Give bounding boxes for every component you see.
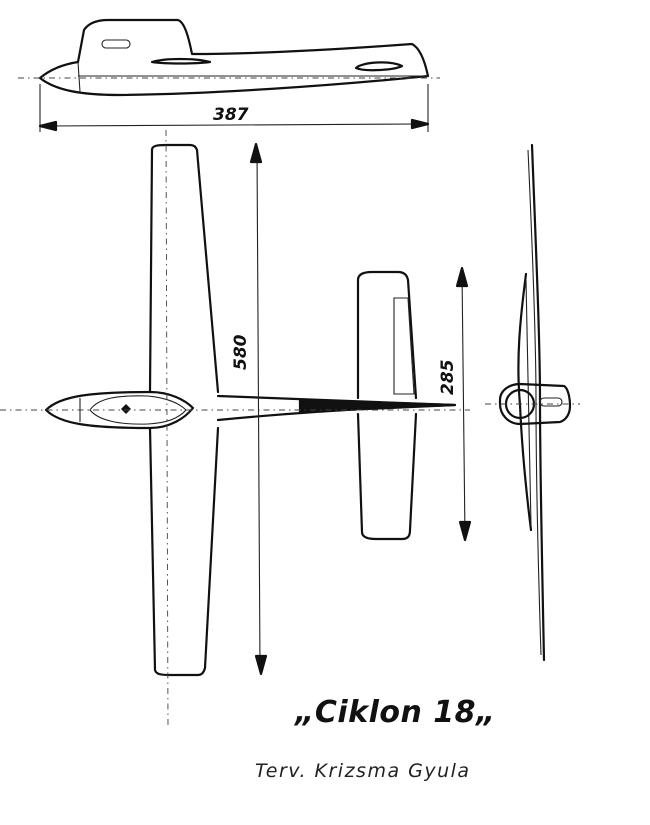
designer-credit: Terv. Krizsma Gyula bbox=[255, 760, 471, 782]
side-view-window bbox=[101, 39, 131, 49]
side-view-wing-root bbox=[150, 57, 212, 65]
wingspan-label: 580 bbox=[231, 334, 251, 370]
top-view-cg-mark bbox=[121, 404, 131, 414]
wingspan-dimension: 580 bbox=[231, 142, 268, 676]
top-view-stabilizer-lower bbox=[356, 412, 418, 541]
side-view-stabilizer bbox=[354, 61, 404, 72]
front-view bbox=[485, 143, 580, 662]
top-view-wing-lower bbox=[148, 426, 220, 677]
front-view-stabilizer bbox=[517, 272, 533, 532]
front-view-window bbox=[539, 397, 563, 407]
top-view-stabilizer bbox=[356, 270, 418, 400]
top-view-fuselage bbox=[44, 390, 195, 430]
length-label: 387 bbox=[213, 105, 249, 125]
side-view bbox=[18, 18, 440, 97]
stabilizer-label: 285 bbox=[438, 360, 458, 396]
top-view bbox=[0, 129, 470, 729]
top-view-canopy bbox=[89, 395, 187, 425]
front-view-fuselage bbox=[498, 382, 572, 426]
length-dimension: 387 bbox=[38, 84, 430, 132]
top-view-wing-upper bbox=[148, 143, 220, 394]
stabilizer-dimension: 285 bbox=[438, 266, 472, 542]
side-view-fuselage bbox=[38, 18, 430, 97]
model-title: „Ciklon 18„ bbox=[295, 695, 496, 730]
side-view-canopy-line bbox=[77, 61, 81, 93]
top-view-elevator bbox=[393, 297, 415, 395]
top-view-wing-axis bbox=[165, 129, 169, 729]
